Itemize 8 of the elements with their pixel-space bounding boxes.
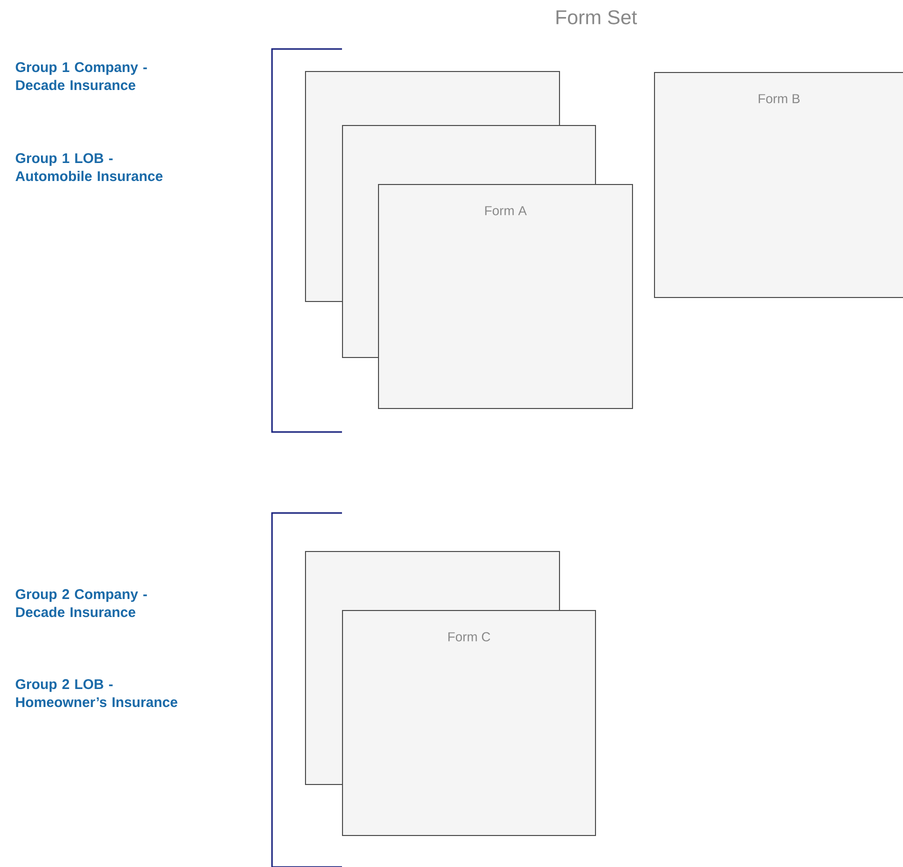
title: Form Set — [556, 10, 637, 24]
group-label: Group 2 LOB - Homeowner’s Insurance — [16, 679, 178, 708]
group-label: Group 2 Company - Decade Insurance — [16, 589, 147, 618]
form-box: Form C — [342, 610, 596, 836]
group-label: Group 1 LOB - Automobile Insurance — [16, 153, 163, 182]
form-box: Form A — [378, 184, 633, 409]
group-label: Group 1 Company - Decade Insurance — [16, 62, 147, 90]
form-box: Form B — [654, 72, 903, 298]
